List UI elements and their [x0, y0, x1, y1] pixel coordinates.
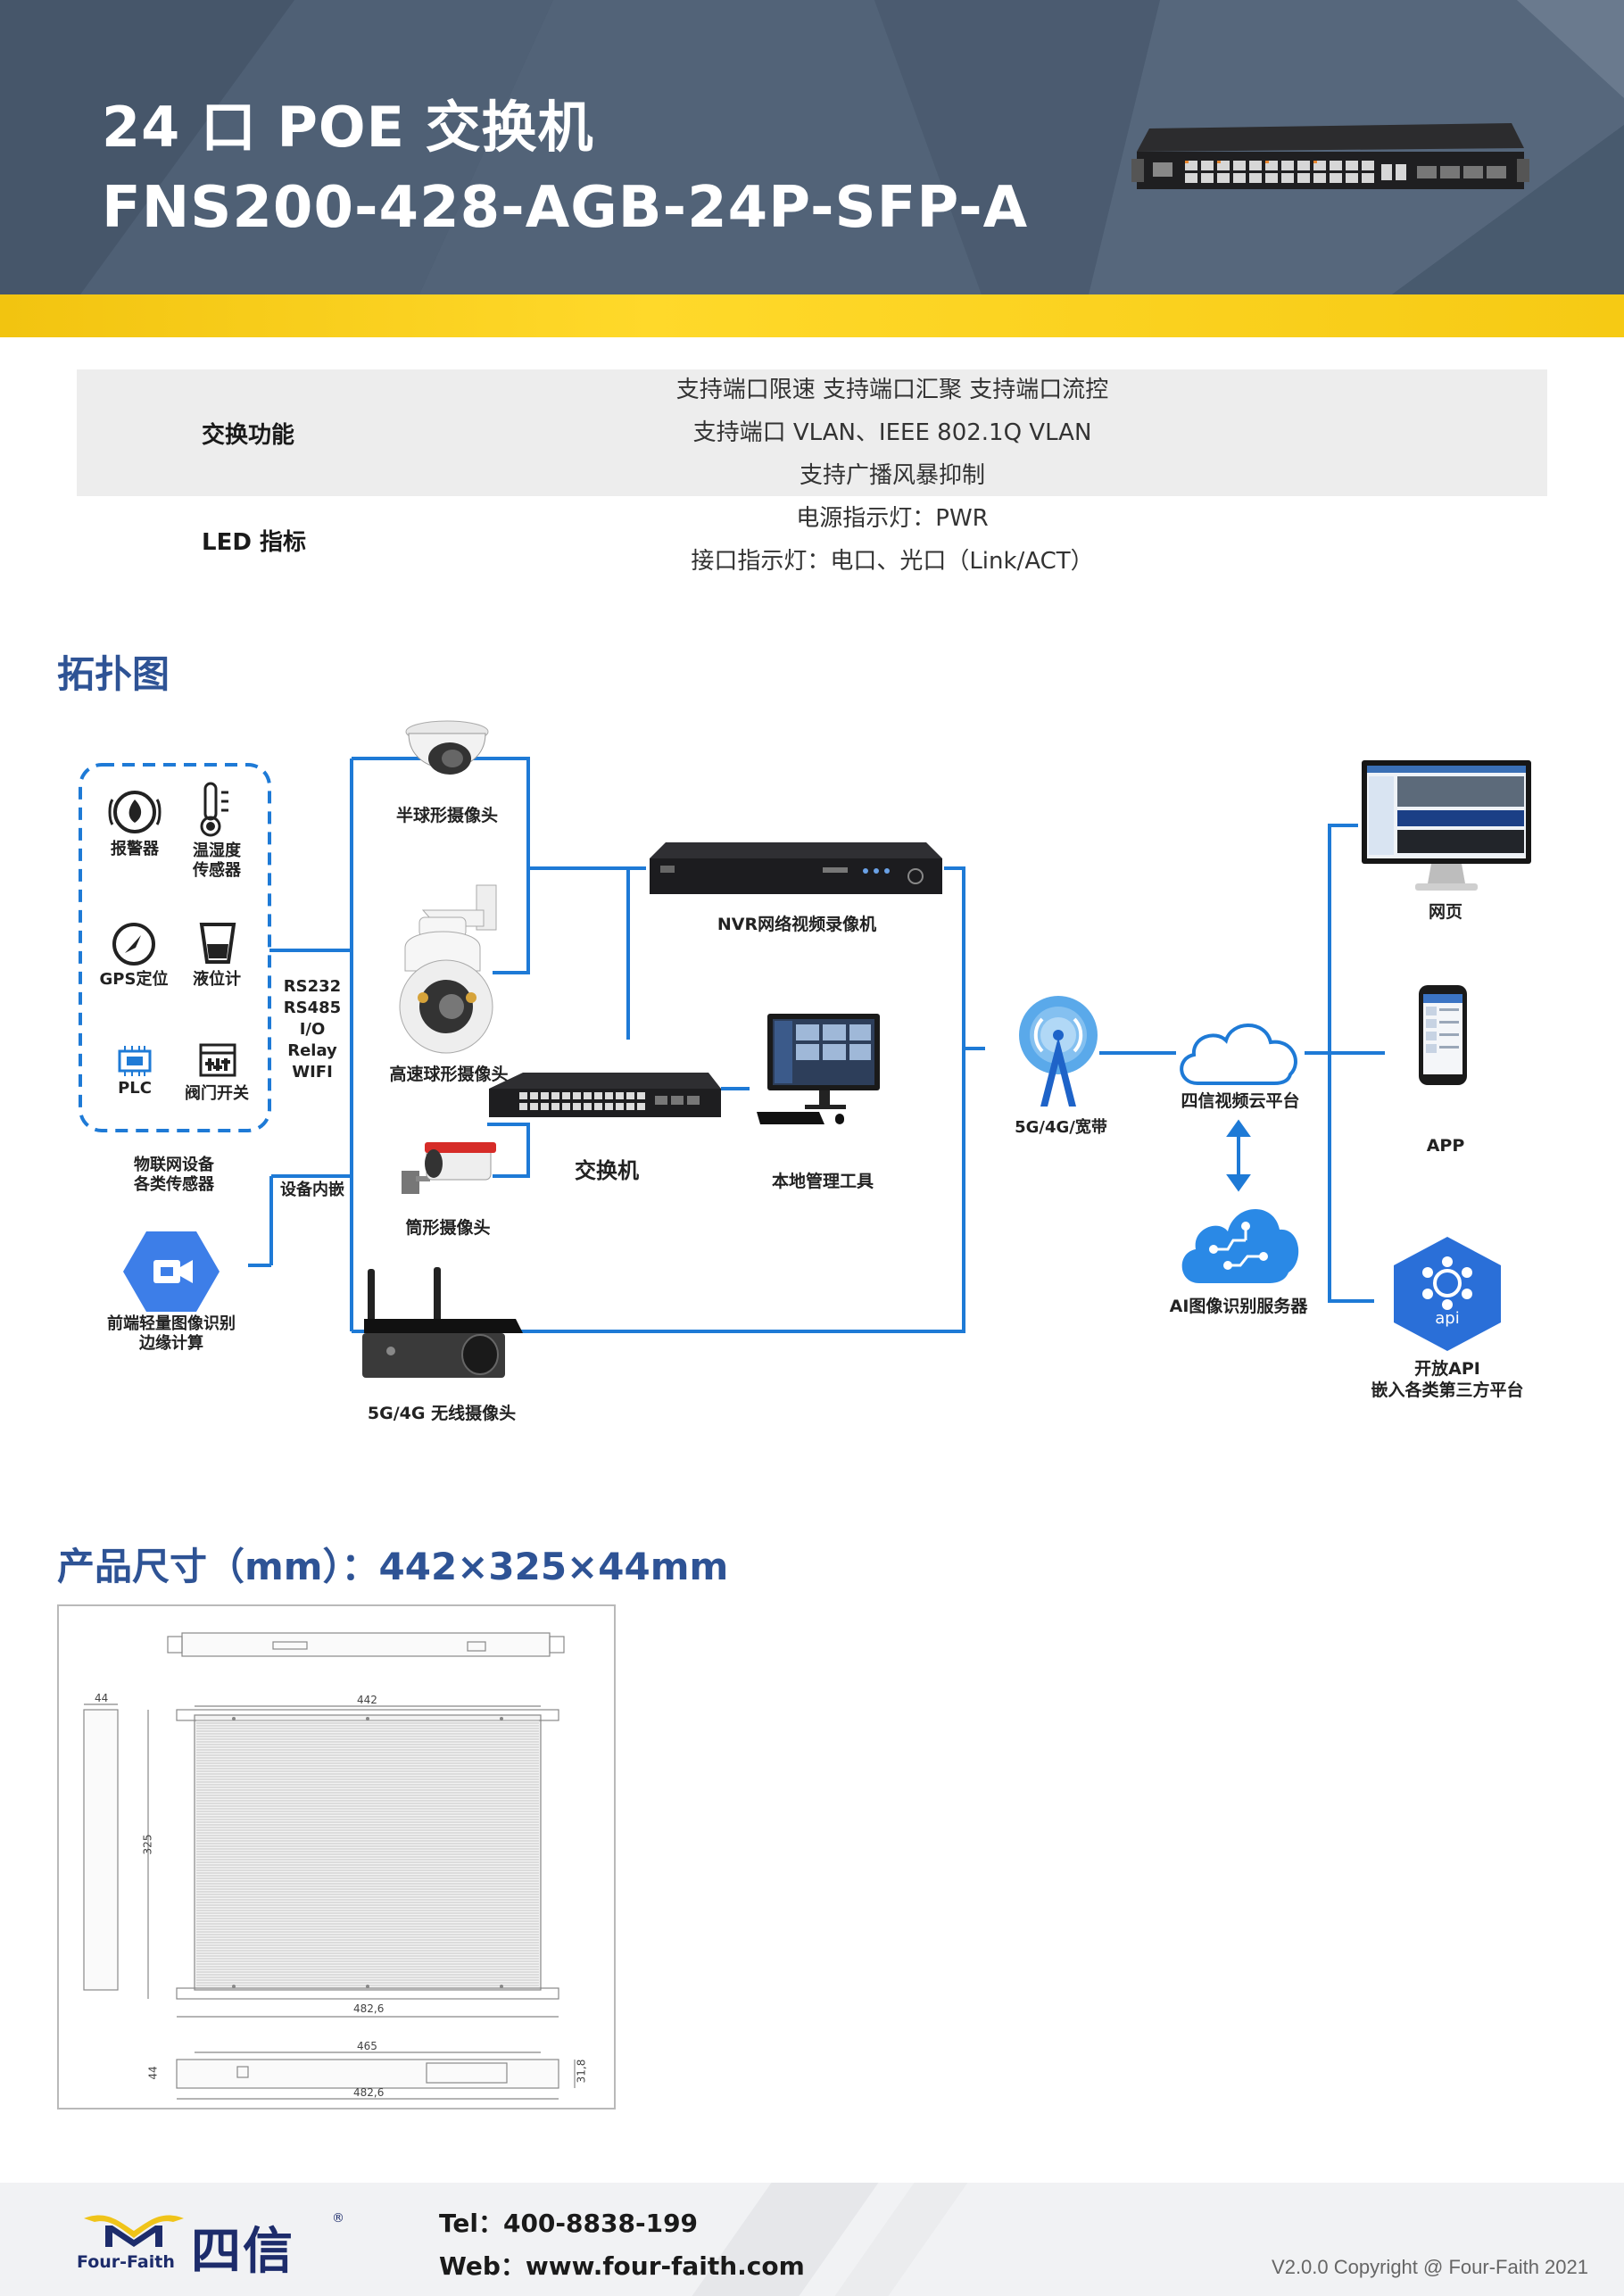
registered-mark: ® [332, 2211, 344, 2226]
product-model: FNS200-428-AGB-24P-SFP-A [102, 175, 1029, 241]
dimension-drawing-lines [83, 1632, 576, 2100]
bullet-camera-label: 筒形摄像头 [405, 1218, 491, 1238]
iot-valve-label: 阀门开关 [185, 1084, 249, 1103]
spec-value: 电源指示灯：PWR [796, 505, 989, 532]
embedded-label: 设备内嵌 [280, 1181, 344, 1199]
topology-title: 拓扑图 [57, 652, 170, 696]
header-banner: 24 口 POE 交换机 FNS200-428-AGB-24P-SFP-A [0, 0, 1624, 294]
iot-level-label: 液位计 [193, 970, 241, 989]
brand-name-cn: 四信 [191, 2223, 294, 2281]
dim-label-front-height: 44 [146, 2066, 160, 2080]
contact-web[interactable]: Web：www.four-faith.com [439, 2251, 805, 2281]
speed-dome-camera-icon [399, 884, 497, 1054]
spec-value: 支持广播风暴抑制 [799, 462, 985, 489]
spec-row-led: LED 指标 电源指示灯：PWR 接口指示灯：电口、光口（Link/ACT） [77, 496, 1547, 584]
local-tool-label: 本地管理工具 [771, 1172, 874, 1191]
iot-gps-label: GPS定位 [99, 970, 169, 989]
dome-camera-label: 半球形摄像头 [395, 806, 498, 825]
web-label: 网页 [1428, 902, 1462, 922]
spec-value: 支持端口限速 支持端口汇聚 支持端口流控 [675, 377, 1109, 403]
product-title: 24 口 POE 交换机 [102, 95, 594, 160]
edge-compute-icon [123, 1231, 220, 1312]
dim-label-ear-height: 31,8 [575, 2059, 588, 2084]
iot-alarm-label: 报警器 [111, 840, 159, 858]
edge-caption-1: 前端轻量图像识别 [107, 1314, 236, 1333]
topology-lines [79, 757, 1385, 1333]
topology-diagram: 报警器 温湿度 传感器 GPS定位 液位计 PLC 阀门开关 物联网设备 各类传… [0, 705, 1624, 1446]
dim-label-rack-width: 482,6 [353, 2002, 385, 2015]
dome-camera-icon [405, 720, 489, 775]
open-api-icon [1394, 1237, 1501, 1351]
spec-row-switching: 交换功能 支持端口限速 支持端口汇聚 支持端口流控 支持端口 VLAN、IEEE… [77, 369, 1547, 496]
web-monitor-icon [1362, 760, 1531, 891]
local-management-pc-icon [757, 1014, 880, 1124]
valve-switch-icon [199, 1043, 236, 1077]
dimensions-title: 产品尺寸（mm）：442×325×44mm [57, 1545, 729, 1588]
iot-caption-1: 物联网设备 [134, 1156, 214, 1174]
api-caption-1: 开放API [1414, 1359, 1480, 1379]
api-caption-2: 嵌入各类第三方平台 [1371, 1380, 1524, 1400]
interface-wifi: WIFI [292, 1063, 333, 1082]
cloud-platform-label: 四信视频云平台 [1181, 1091, 1300, 1111]
dim-label-width: 442 [357, 1694, 377, 1706]
dimension-drawing: 44 442 325 482,6 465 44 31,8 482,6 [57, 1604, 616, 2110]
speed-dome-camera-label: 高速球形摄像头 [389, 1065, 509, 1084]
alarm-icon [108, 791, 162, 833]
dim-label-front-width: 465 [357, 2040, 377, 2052]
dim-label-height-top: 44 [95, 1692, 109, 1704]
dim-label-depth: 325 [141, 1834, 154, 1855]
interface-io: I/O [299, 1020, 326, 1039]
brand-name-en: Four-Faith [77, 2252, 175, 2272]
api-badge-label: api [1435, 1309, 1460, 1328]
ai-server-cloud-icon [1181, 1208, 1299, 1283]
level-meter-icon [199, 923, 236, 964]
spec-value: 支持端口 VLAN、IEEE 802.1Q VLAN [692, 419, 1092, 446]
interface-rs232: RS232 [283, 977, 342, 996]
dim-label-front-rack-width: 482,6 [353, 2086, 385, 2099]
iot-sensor-label: 传感器 [193, 861, 241, 880]
header-accent-band [0, 294, 1624, 337]
thermometer-icon [200, 782, 228, 837]
iot-caption-2: 各类传感器 [134, 1175, 214, 1194]
copyright-text: V2.0.0 Copyright @ Four-Faith 2021 [1272, 2256, 1588, 2278]
iot-plc-label: PLC [118, 1079, 152, 1098]
wireless-camera-label: 5G/4G 无线摄像头 [367, 1404, 517, 1423]
poe-switch-icon [489, 1073, 721, 1117]
cloud-platform-icon [1180, 1024, 1297, 1085]
nvr-device-icon [650, 842, 942, 894]
iot-temp-label: 温湿度 [193, 841, 241, 860]
interface-relay: Relay [287, 1041, 337, 1060]
network-label: 5G/4G/宽带 [1015, 1118, 1107, 1137]
edge-caption-2: 边缘计算 [139, 1334, 203, 1353]
ai-server-label: AI图像识别服务器 [1169, 1297, 1308, 1316]
header-background-pattern [0, 0, 1624, 294]
plc-chip-icon [118, 1046, 152, 1076]
mobile-app-icon [1419, 985, 1467, 1085]
footer [0, 2183, 1624, 2296]
wireless-camera-icon [362, 1267, 523, 1378]
spec-label: 交换功能 [202, 421, 295, 449]
spec-value: 接口指示灯：电口、光口（Link/ACT） [691, 548, 1094, 575]
four-faith-logo-icon [84, 2215, 184, 2247]
switch-product-image [1131, 123, 1529, 189]
wireless-network-icon [1019, 996, 1098, 1107]
spec-label: LED 指标 [202, 528, 306, 556]
gps-compass-icon [112, 923, 155, 966]
nvr-label: NVR网络视频录像机 [717, 915, 877, 934]
contact-tel: Tel：400-8838-199 [439, 2209, 699, 2238]
switch-label: 交换机 [575, 1158, 639, 1183]
bullet-camera-icon [402, 1142, 496, 1194]
interface-rs485: RS485 [283, 999, 342, 1017]
app-label: APP [1426, 1136, 1465, 1156]
